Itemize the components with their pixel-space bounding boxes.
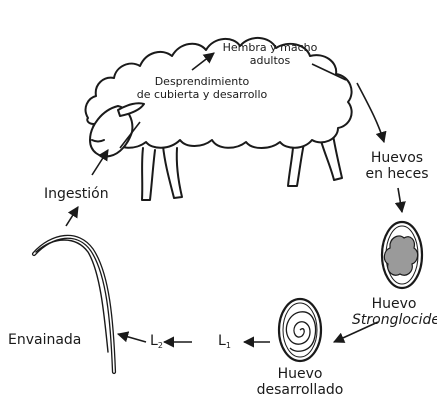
eggs-in-feces-line2: en heces <box>358 166 436 182</box>
l1-letter: L <box>218 333 226 349</box>
l2-label: L2 <box>150 333 163 349</box>
arrow-l2-to-larva <box>118 334 146 342</box>
sheep-leg-front-right <box>163 146 182 198</box>
l2-subscript: 2 <box>158 341 163 350</box>
sheathed-label: Envainada <box>8 332 81 348</box>
l1-label: L1 <box>218 333 231 349</box>
moult-label: Desprendimiento de cubierta y desarrollo <box>132 76 272 101</box>
strongylid-egg-line1: Huevo <box>352 296 436 312</box>
adults-label: Hembra y macho adultos <box>212 42 328 67</box>
arrow-adults-to-eggs <box>357 83 384 142</box>
adults-label-line2: adultos <box>212 55 328 68</box>
sheathed-larva-icon <box>34 237 114 372</box>
arrow-larva-to-ingestion <box>66 207 78 226</box>
adults-label-line1: Hembra y macho <box>212 42 328 55</box>
developed-egg-icon <box>279 299 321 361</box>
sheep-leg-front-left <box>142 148 155 200</box>
eggs-in-feces-line1: Huevos <box>358 150 436 166</box>
strongylid-egg-line2: Stronglocide <box>352 312 436 328</box>
strongylid-egg-icon <box>382 222 422 288</box>
developed-egg-line2: desarrollado <box>252 382 348 398</box>
l1-subscript: 1 <box>226 341 231 350</box>
developed-egg-label: Huevo desarrollado <box>252 366 348 398</box>
eggs-in-feces-label: Huevos en heces <box>358 150 436 182</box>
ingestion-label: Ingestión <box>44 186 109 202</box>
strongylid-egg-label: Huevo Stronglocide <box>352 296 436 328</box>
moult-label-line1: Desprendimiento <box>132 76 272 89</box>
moult-label-line2: de cubierta y desarrollo <box>132 89 272 102</box>
l2-letter: L <box>150 333 158 349</box>
developed-egg-line1: Huevo <box>252 366 348 382</box>
arrow-feces-to-egg <box>398 188 402 212</box>
